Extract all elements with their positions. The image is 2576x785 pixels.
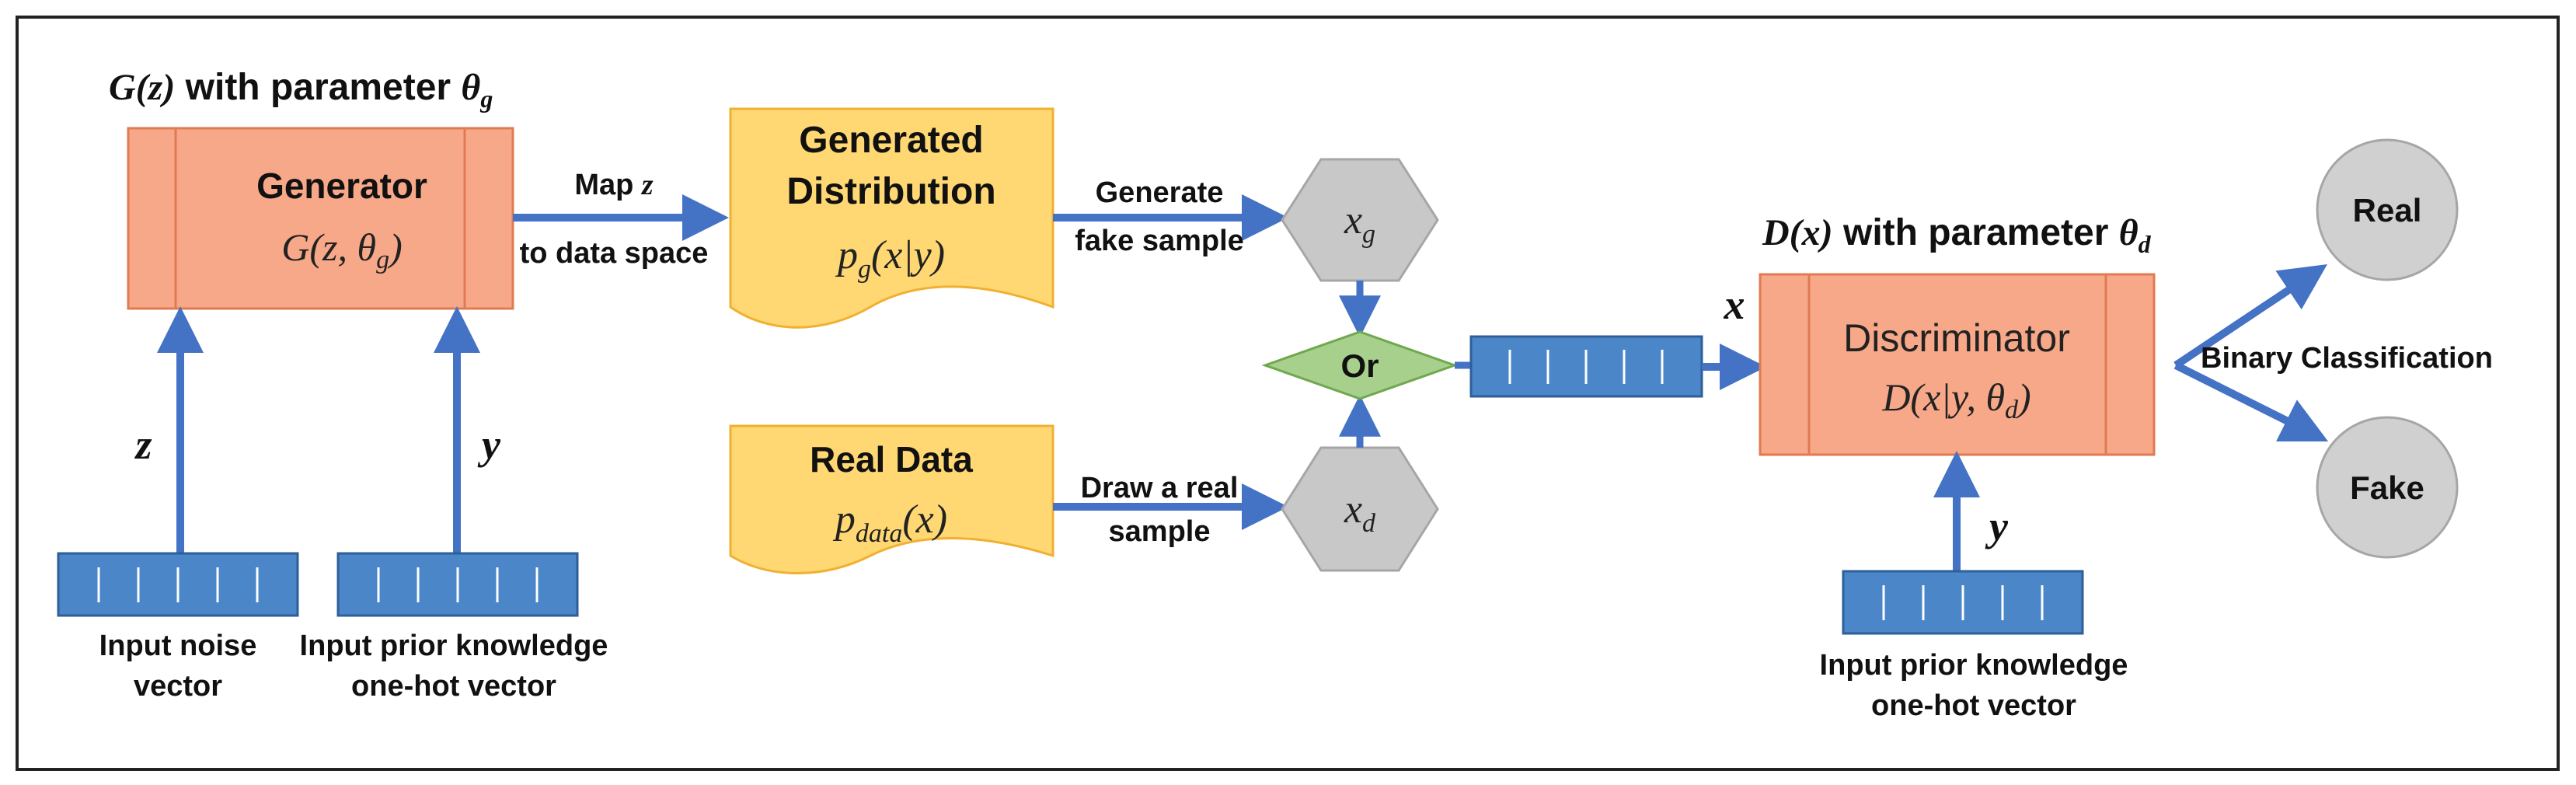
generator-title: Generator (256, 166, 427, 206)
real-data-title: Real Data (810, 439, 973, 480)
fake-output-circle: Fake (2316, 416, 2459, 559)
map-label-2: to data space (520, 237, 709, 270)
generated-dist-formula: pg(x|y) (835, 233, 945, 284)
prior-label-left-1: Input prior knowledge (300, 630, 608, 662)
generated-dist-title-1: Generated (799, 120, 983, 161)
discriminator-input-var: x (1724, 281, 1745, 328)
prior-label-right-1: Input prior knowledge (1820, 649, 2128, 682)
discriminator-box: Discriminator D(x|y, θd) (1759, 273, 2156, 456)
discriminator-formula: D(x|y, θd) (1881, 375, 2030, 424)
prior-right-var-label: y (1985, 503, 2009, 550)
noise-var-label: z (134, 421, 152, 468)
draw-label-2: sample (1109, 515, 1211, 548)
fake-output-label: Fake (2350, 469, 2424, 506)
real-data-formula: pdata(x) (832, 497, 947, 548)
fake-output-arrow (2173, 361, 2329, 442)
generated-distribution-doc: Generated Distribution pg(x|y) (729, 107, 1054, 329)
discriminator-header: D(x) with parameter θd (1762, 212, 2152, 258)
diagram-frame (16, 16, 2560, 771)
generator-header: G(z) with parameter θg (109, 67, 493, 113)
generate-label-2: fake sample (1075, 225, 1244, 257)
prior-label-left-2: one-hot vector (351, 670, 556, 703)
fake-sample-label: xg (1344, 198, 1375, 249)
real-output-label: Real (2353, 192, 2422, 229)
discriminator-title: Discriminator (1843, 316, 2070, 360)
noise-label-2: vector (134, 670, 222, 703)
prior-vector-left (336, 552, 579, 617)
binary-classification-label: Binary Classification (2201, 342, 2493, 375)
fake-sample-hexagon: xg (1281, 158, 1439, 282)
noise-vector (57, 552, 299, 617)
map-label-1: Map z (574, 169, 654, 201)
real-data-doc: Real Data pdata(x) (729, 424, 1054, 574)
generator-box: Generator G(z, θg) (127, 127, 514, 310)
noise-label-1: Input noise (99, 630, 257, 662)
or-label: Or (1340, 347, 1379, 384)
prior-vector-right (1842, 570, 2084, 635)
sample-vector (1469, 335, 1703, 398)
generated-dist-title-2: Distribution (786, 171, 995, 212)
generate-label-1: Generate (1096, 176, 1224, 209)
real-output-arrow (2173, 264, 2327, 369)
generator-formula: G(z, θg) (281, 225, 402, 274)
prior-label-right-2: one-hot vector (1871, 689, 2076, 722)
draw-label-1: Draw a real (1081, 472, 1239, 504)
prior-var-label: y (477, 421, 501, 468)
real-sample-hexagon: xd (1281, 446, 1439, 572)
real-output-circle: Real (2316, 138, 2459, 281)
or-decision: Or (1261, 330, 1459, 400)
real-sample-label: xd (1344, 487, 1376, 538)
